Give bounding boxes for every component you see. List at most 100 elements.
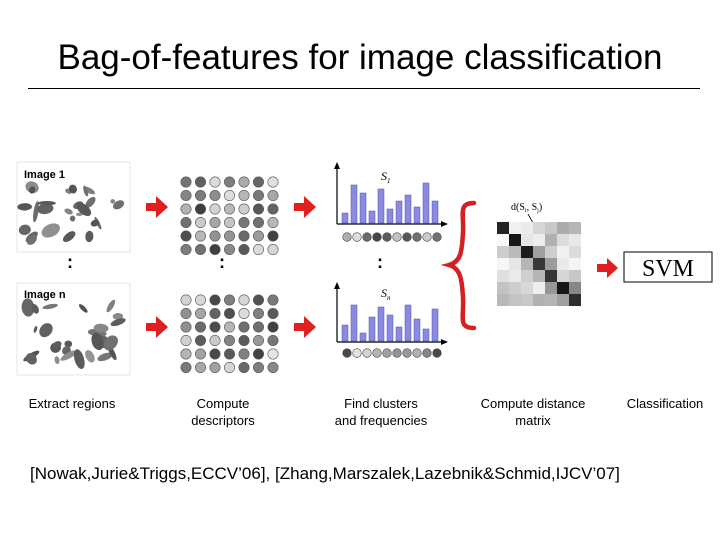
arrow-3 — [597, 258, 618, 278]
step-find-clusters: Find clusters and frequencies — [334, 396, 428, 428]
descriptor-dot — [209, 203, 221, 215]
descriptor-dot — [238, 294, 250, 306]
histogram-bar — [386, 314, 394, 342]
codeword-dot — [352, 348, 362, 358]
svg-text:Sn: Sn — [381, 286, 391, 302]
descriptor-dot — [253, 334, 265, 346]
descriptor-dot — [253, 361, 265, 373]
region-blob — [21, 298, 35, 317]
descriptor-dot — [180, 361, 192, 373]
descriptor-dot — [180, 321, 192, 333]
region-blob — [41, 223, 60, 238]
descriptor-dot — [238, 348, 250, 360]
region-blob — [97, 352, 113, 362]
step-extract-regions: Extract regions — [28, 396, 116, 411]
matrix-cell — [509, 258, 521, 270]
citation: [Nowak,Jurie&Triggs,ECCV’06], [Zhang,Mar… — [30, 464, 620, 483]
codeword-dot — [412, 232, 422, 242]
descriptor-dot — [253, 307, 265, 319]
descriptor-dot — [209, 294, 221, 306]
codeword-dot — [432, 232, 442, 242]
image-1-label: Image 1 — [24, 169, 65, 181]
matrix-cell — [509, 282, 521, 294]
histogram-bottom-codewords — [342, 348, 442, 358]
descriptor-dot — [224, 294, 236, 306]
descriptor-dot — [209, 321, 221, 333]
matrix-cell — [569, 294, 581, 306]
matrix-cell — [509, 234, 521, 246]
region-blob — [69, 215, 76, 222]
histogram-bar — [350, 304, 358, 342]
region-blob — [110, 199, 115, 204]
arrow-2-top — [294, 196, 316, 218]
matrix-cell — [521, 246, 533, 258]
histogram-top: S1 — [334, 162, 448, 242]
codeword-dot — [372, 232, 382, 242]
descriptor-dot — [224, 348, 236, 360]
matrix-cell — [557, 234, 569, 246]
image-1-panel: Image 1 — [16, 161, 131, 253]
histogram-bar — [350, 184, 358, 224]
matrix-cell — [497, 246, 509, 258]
descriptor-dot — [195, 307, 207, 319]
matrix-cell — [521, 270, 533, 282]
arrow-1-bottom — [146, 316, 168, 338]
descriptor-dot — [238, 321, 250, 333]
sn-symbol: S — [381, 286, 387, 300]
descriptor-dot — [224, 217, 236, 229]
matrix-cell — [557, 246, 569, 258]
descriptor-dot — [209, 307, 221, 319]
descriptor-dot — [180, 348, 192, 360]
matrix-cell — [521, 258, 533, 270]
descriptor-dot — [238, 334, 250, 346]
matrix-cell — [509, 246, 521, 258]
histogram-top-codewords — [342, 232, 442, 242]
region-blob — [39, 323, 53, 338]
matrix-cell — [509, 270, 521, 282]
codeword-dot — [342, 348, 352, 358]
codeword-dot — [352, 232, 362, 242]
svg-text:d(Si, Sj): d(Si, Sj) — [511, 202, 542, 214]
step-compute-descriptors: Compute descriptors — [191, 396, 255, 428]
ellipsis-histograms: : — [377, 252, 383, 272]
codeword-dot — [362, 232, 372, 242]
region-blob — [64, 208, 73, 215]
descriptor-dot — [224, 361, 236, 373]
descriptor-dot — [267, 348, 279, 360]
region-blob — [37, 200, 56, 206]
distance-matrix-cells — [497, 222, 581, 306]
region-blob — [85, 350, 95, 363]
descriptor-dot — [238, 361, 250, 373]
region-blob — [76, 202, 92, 217]
histogram-bar — [404, 304, 412, 342]
matrix-cell — [497, 282, 509, 294]
matrix-cell — [497, 270, 509, 282]
descriptor-dot — [180, 217, 192, 229]
descriptor-dot — [224, 203, 236, 215]
descriptor-dot — [253, 203, 265, 215]
region-blob — [33, 201, 39, 223]
region-blob — [26, 234, 37, 245]
region-blob — [93, 323, 109, 333]
descriptor-dot — [238, 203, 250, 215]
image-n-regions — [21, 298, 126, 369]
descriptor-dot — [267, 334, 279, 346]
region-blob — [52, 341, 62, 349]
descriptor-dot — [195, 294, 207, 306]
codeword-dot — [392, 348, 402, 358]
histogram-bar — [395, 326, 403, 342]
histogram-bar — [422, 182, 430, 224]
matrix-cell — [509, 222, 521, 234]
descriptor-dot — [238, 230, 250, 242]
descriptor-dot — [267, 294, 279, 306]
histogram-bar — [431, 200, 439, 224]
descriptor-dot — [180, 334, 192, 346]
descriptor-dot — [209, 176, 221, 188]
distance-matrix: d(Si, Sj) — [497, 202, 581, 306]
image-n-label: Image n — [24, 289, 66, 301]
matrix-cell — [497, 222, 509, 234]
svm-label: SVM — [642, 256, 694, 282]
matrix-cell — [521, 282, 533, 294]
matrix-cell — [557, 282, 569, 294]
